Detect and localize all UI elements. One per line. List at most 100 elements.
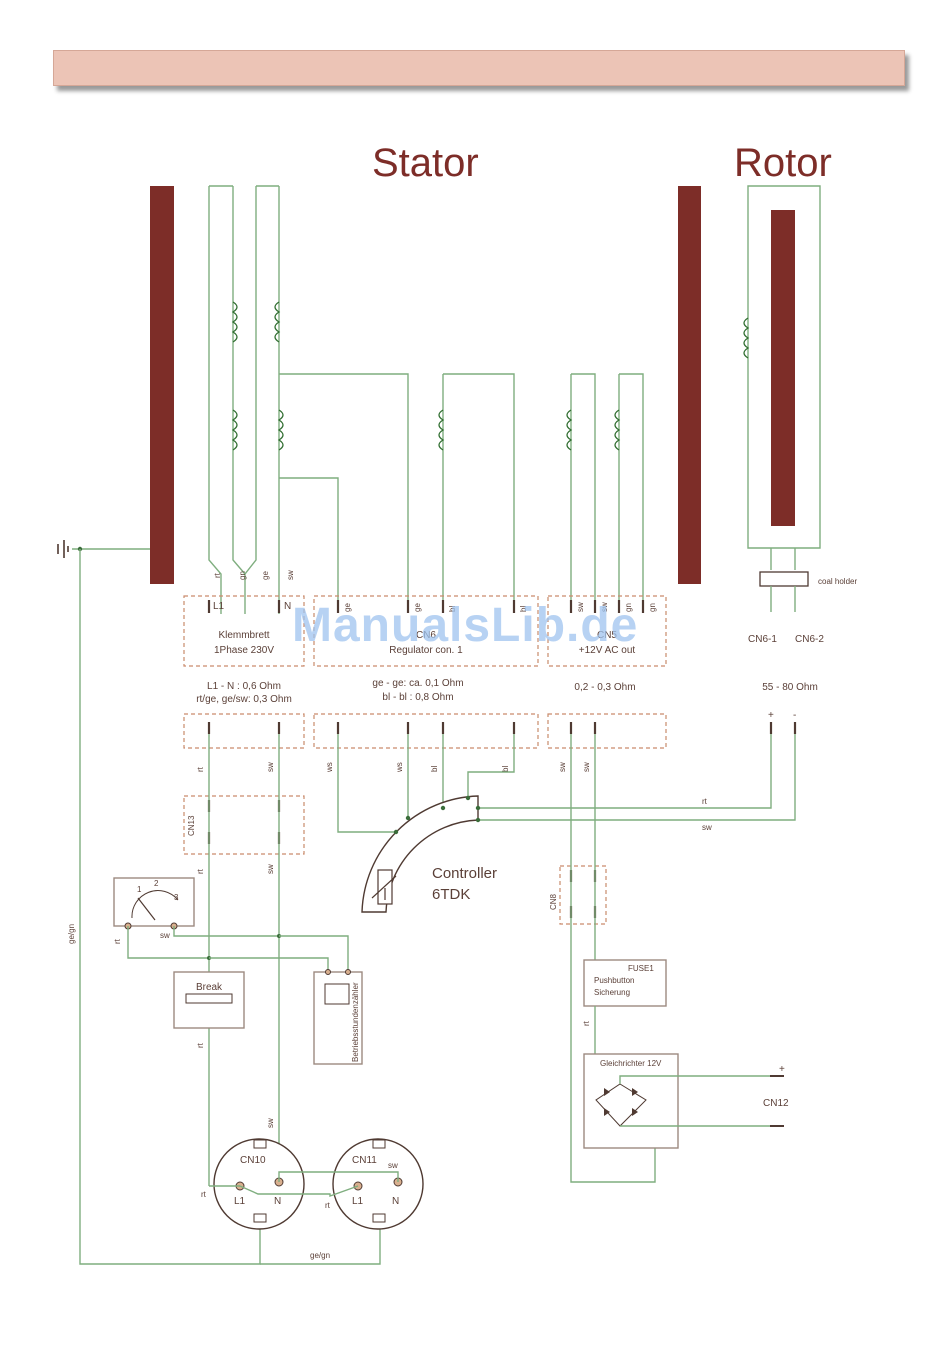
tag-sw-2: sw: [576, 602, 585, 612]
tag-rt-4: rt: [196, 868, 205, 874]
main-winding-a-right: [232, 186, 246, 575]
tag-ge-1: ge: [261, 571, 270, 580]
ac-out-plug: [547, 713, 667, 749]
rotor-coil: [743, 317, 750, 359]
controller-label-1: Controller: [432, 865, 497, 882]
tag-gegn-1: ge/gn: [67, 924, 76, 944]
klemmbrett-sub: 1Phase 230V: [214, 645, 274, 656]
meter-wire-sw: [173, 926, 279, 937]
cn11-label: CN11: [352, 1155, 377, 1166]
res-klemm-2: rt/ge, ge/sw: 0,3 Ohm: [196, 694, 292, 705]
controller-label-2: 6TDK: [432, 886, 470, 903]
tag-sw-1: sw: [286, 570, 295, 580]
cn11-n-label: N: [392, 1196, 399, 1207]
main-winding-a-left: [208, 186, 222, 614]
tag-sw-11: sw: [388, 1161, 398, 1170]
regulator-plug: [313, 713, 539, 749]
tag-sw-3: sw: [600, 602, 609, 612]
tag-rt-2: rt: [196, 766, 205, 772]
cn8-block: [559, 865, 607, 925]
ctrl-node-5: [475, 805, 481, 811]
ac-coil-1: [566, 409, 573, 451]
meter-needle: [137, 897, 156, 921]
tap-ge-upper: [279, 373, 409, 612]
diode-icons: [604, 1088, 638, 1116]
wire-gegn-link: [260, 1220, 381, 1265]
res-klemm-1: L1 - N : 0,6 Ohm: [207, 681, 281, 692]
controller-pot: [377, 869, 393, 905]
tag-ge-3: ge: [413, 603, 422, 612]
label-l1: L1: [213, 601, 225, 612]
rectifier: [583, 1053, 679, 1149]
rotor-minus: -: [793, 710, 796, 721]
tag-ws-2: ws: [395, 762, 404, 773]
tag-gn-3: gn: [648, 603, 657, 612]
cn11-earth-bottom: [372, 1213, 386, 1223]
klemmbrett-plug: [183, 713, 305, 749]
res-ac: 0,2 - 0,3 Ohm: [574, 682, 635, 693]
tag-rt-8: rt: [201, 1190, 207, 1199]
meter-scale: [131, 890, 179, 919]
counter-term-1: [325, 969, 331, 975]
coal-holder-label: coal holder: [818, 577, 857, 586]
cn6-2-label: CN6-2: [795, 634, 824, 645]
cn13-label: CN13: [187, 815, 196, 836]
meter-scale-3: 3: [174, 893, 179, 902]
tag-rt-7: rt: [582, 1020, 591, 1026]
ac-out-name: CN5: [597, 630, 617, 641]
tag-bl-3: bl: [430, 766, 439, 772]
counter-feed: [209, 935, 349, 972]
socket-cn11: [332, 1138, 424, 1230]
rotor-leads: [770, 548, 796, 570]
pot-arrow-icon: [371, 875, 397, 900]
break-slot: [185, 993, 233, 1004]
fuse-label-2: Pushbutton: [594, 976, 634, 985]
cn11-earth-top: [372, 1139, 386, 1149]
coal-holder: [759, 571, 809, 587]
ground-icon: [57, 540, 69, 558]
tag-bl-1: bl: [448, 606, 457, 612]
ac-out-sub: +12V AC out: [579, 645, 636, 656]
reg-coil: [438, 409, 445, 451]
klemmbrett-block: [183, 595, 305, 667]
tag-sw-10: sw: [266, 1118, 275, 1128]
tag-rt-5: rt: [113, 938, 122, 944]
reg-winding: [442, 373, 515, 612]
cn12-label: CN12: [763, 1098, 789, 1109]
regulator-block: [313, 595, 539, 667]
tap-ge-lower: [279, 477, 339, 612]
cn11-l1-label: L1: [352, 1196, 364, 1207]
meter-scale-2: 2: [154, 879, 159, 888]
wire-ws-1: [337, 734, 396, 833]
break-label: Break: [196, 982, 223, 993]
wire-sw-rotor: [478, 734, 796, 821]
ctrl-node-4: [465, 795, 471, 801]
ctrl-node-2: [405, 815, 411, 821]
main-coil-1: [231, 301, 238, 343]
regulator-sub: Regulator con. 1: [389, 645, 463, 656]
ac-out-block: [547, 595, 667, 667]
meter-scale-1: 1: [137, 885, 142, 894]
tag-gegn-2: ge/gn: [310, 1251, 330, 1260]
rotor-winding-frame: [747, 185, 821, 549]
meter-wire-rt: [127, 926, 209, 959]
cn10-l1-label: L1: [234, 1196, 246, 1207]
ctrl-node-1: [393, 829, 399, 835]
klemmbrett-name: Klemmbrett: [218, 630, 269, 641]
main-coil-2: [274, 301, 281, 343]
cn6-1-label: CN6-1: [748, 634, 777, 645]
socket-feed: [209, 1171, 399, 1187]
ctrl-node-3: [440, 805, 446, 811]
tag-ws-1: ws: [325, 762, 334, 773]
fuse-label-1: FUSE1: [628, 964, 654, 973]
tag-gn-1: gn: [238, 571, 247, 580]
counter-term-2: [345, 969, 351, 975]
hour-counter-display: [324, 983, 350, 1005]
tag-rt-3: rt: [702, 797, 708, 806]
cn10-earth-bottom: [253, 1213, 267, 1223]
tag-bl-2: bl: [519, 606, 528, 612]
cn12-plus: +: [779, 1064, 785, 1075]
hour-counter-label: Betriebsstundenzähler: [351, 982, 360, 1062]
stator-title: Stator: [372, 141, 479, 185]
tag-sw-9: sw: [160, 931, 170, 940]
